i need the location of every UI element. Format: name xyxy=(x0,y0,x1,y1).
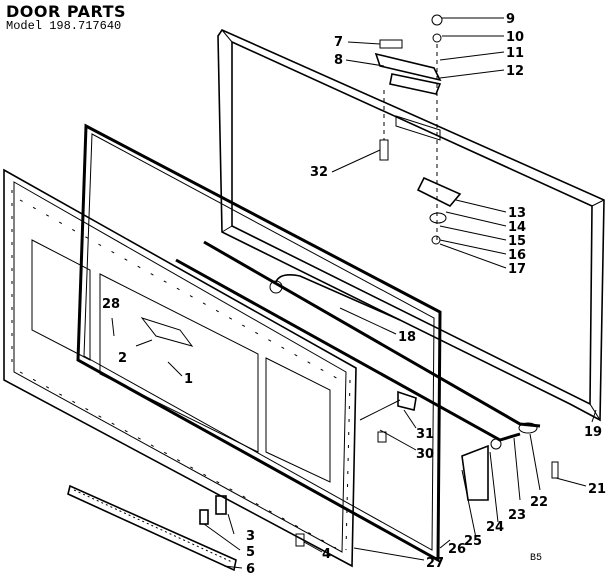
callout-24: 24 xyxy=(486,520,504,535)
callout-leaders xyxy=(111,17,597,569)
callout-27: 27 xyxy=(426,556,444,571)
callout-3: 3 xyxy=(246,529,255,544)
callout-2: 2 xyxy=(118,351,127,366)
callout-13: 13 xyxy=(508,206,526,221)
callout-31: 31 xyxy=(416,427,434,442)
callout-6: 6 xyxy=(246,562,255,576)
latch-parts xyxy=(295,390,559,547)
callout-8: 8 xyxy=(334,53,343,68)
callout-21: 21 xyxy=(588,482,606,497)
callout-25: 25 xyxy=(464,534,482,549)
door-gasket xyxy=(76,123,442,563)
callout-17: 17 xyxy=(508,262,526,277)
door-seal-wire xyxy=(175,240,541,442)
hinge-parts xyxy=(374,14,462,245)
callout-15: 15 xyxy=(508,234,526,249)
callout-numbers: 1 2 3 4 5 6 7 8 9 10 11 12 13 14 15 16 1… xyxy=(102,12,606,576)
callout-18: 18 xyxy=(398,330,416,345)
door-frame xyxy=(217,28,605,422)
callout-9: 9 xyxy=(506,12,515,27)
callout-16: 16 xyxy=(508,248,526,263)
callout-28: 28 xyxy=(102,297,120,312)
door-latch-lever xyxy=(199,495,227,525)
inner-door-panel xyxy=(3,168,357,568)
panel-perforations xyxy=(11,190,351,551)
choke-strip xyxy=(67,484,237,572)
callout-19: 19 xyxy=(584,425,602,440)
callout-7: 7 xyxy=(334,35,343,50)
callout-23: 23 xyxy=(508,508,526,523)
callout-12: 12 xyxy=(506,64,524,79)
callout-4: 4 xyxy=(322,547,331,562)
callout-26: 26 xyxy=(448,542,466,557)
callout-22: 22 xyxy=(530,495,548,510)
callout-30: 30 xyxy=(416,447,434,462)
callout-11: 11 xyxy=(506,46,524,61)
page-code: B5 xyxy=(530,553,543,564)
callout-14: 14 xyxy=(508,220,526,235)
callout-1: 1 xyxy=(184,372,193,387)
callout-32: 32 xyxy=(310,165,328,180)
model-number: Model 198.717640 xyxy=(6,19,122,33)
callout-5: 5 xyxy=(246,545,255,560)
callout-10: 10 xyxy=(506,30,524,45)
diagram-title: DOOR PARTS xyxy=(6,2,127,21)
